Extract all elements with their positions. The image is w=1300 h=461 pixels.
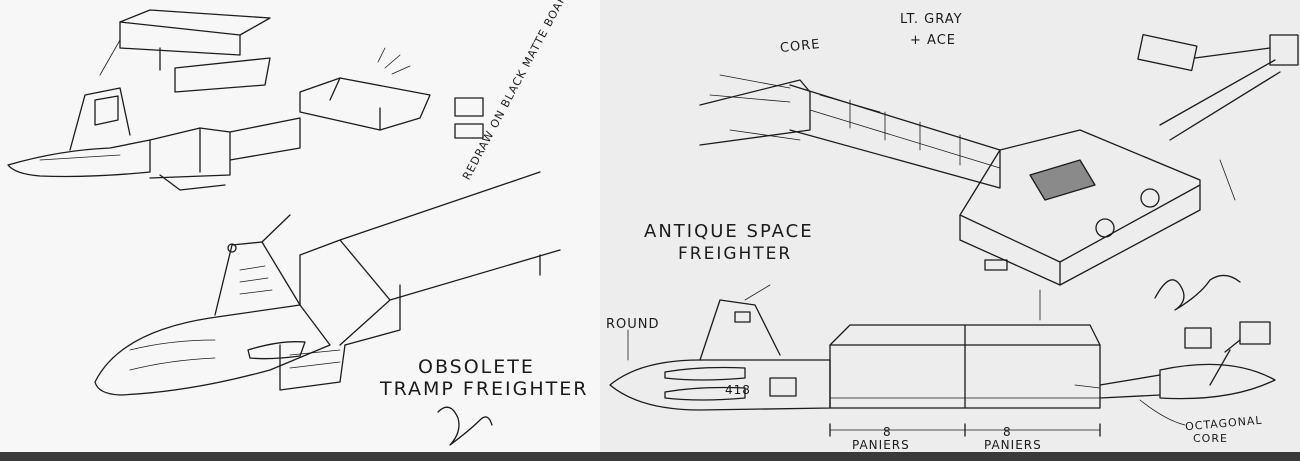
caption-obsolete: OBSOLETE (418, 356, 535, 378)
left-sketch-sheet (0, 0, 600, 461)
dimension-2-label: PANIERS (984, 438, 1042, 452)
label-round: ROUND (606, 317, 660, 332)
tramp-freighter-bottom-sketch (94, 171, 561, 396)
left-signature-mark (437, 406, 493, 446)
hull-number: 418 (725, 383, 751, 397)
title-freighter: FREIGHTER (678, 244, 793, 264)
tramp-freighter-top-sketch (7, 9, 484, 191)
label-octagonal-core: CORE (1193, 432, 1228, 445)
dimension-2-value: 8 (1003, 425, 1012, 439)
dimension-1-label: PANIERS (852, 438, 910, 452)
right-sketch-sheet (600, 0, 1300, 461)
bottom-border-band (0, 452, 1300, 461)
dimension-1-value: 8 (883, 425, 892, 439)
right-signature-mark (1154, 274, 1241, 311)
note-color-line-1: LT. GRAY (900, 12, 963, 27)
antique-freighter-side-sketch (609, 284, 1276, 437)
title-antique-space: ANTIQUE SPACE (644, 221, 814, 242)
caption-tramp-freighter: TRAMP FREIGHTER (380, 378, 589, 400)
antique-freighter-perspective-sketch (699, 33, 1299, 321)
note-color-line-2: + ACE (910, 33, 956, 48)
